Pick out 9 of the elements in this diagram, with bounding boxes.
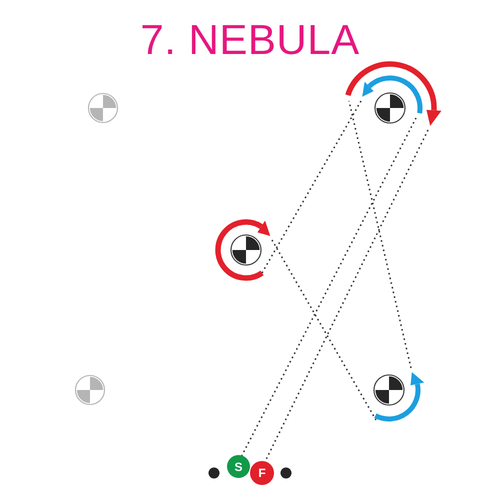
start-marker: S <box>227 455 250 478</box>
flight-path-line <box>348 100 412 368</box>
flight-path-line <box>271 240 377 420</box>
flight-path-line <box>240 118 417 457</box>
finish-marker: F <box>250 461 274 485</box>
flight-path-line <box>261 100 362 274</box>
position-dot <box>279 466 293 480</box>
title: 7. NEBULA <box>140 15 360 65</box>
position-dot <box>207 466 221 480</box>
